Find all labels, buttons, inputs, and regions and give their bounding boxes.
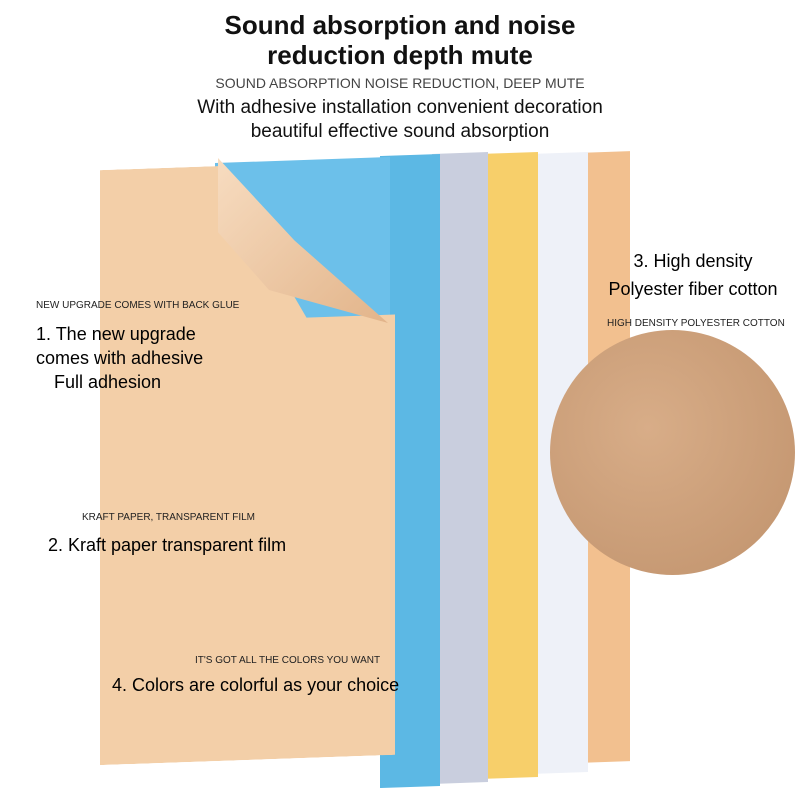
subtitle: SOUND ABSORPTION NOISE REDUCTION, DEEP M…	[215, 75, 585, 91]
feature-4-text: 4. Colors are colorful as your choice	[112, 675, 400, 695]
gray-panel	[432, 152, 488, 784]
feature-4-caption: IT'S GOT ALL THE COLORS YOU WANT	[195, 655, 381, 666]
feature-3-text: 3. High density Polyester fiber cotton	[598, 247, 788, 303]
feature-2-caption: KRAFT PAPER, TRANSPARENT FILM	[82, 512, 255, 523]
desc-line-1: With adhesive installation convenient de…	[197, 97, 603, 118]
feature-1-line-3: Full adhesion	[54, 372, 162, 392]
desc-line-2: beautiful effective sound absorption	[250, 121, 550, 142]
feature-3-caption: HIGH DENSITY POLYESTER COTTON	[607, 318, 785, 329]
title-line-1: Sound absorption and noise	[224, 10, 576, 40]
feature-1-line-1: 1. The new upgrade	[36, 324, 196, 344]
feature-3-line-2: Polyester fiber cotton	[608, 279, 778, 299]
texture-closeup-circle	[550, 330, 795, 575]
feature-1-caption: NEW UPGRADE COMES WITH BACK GLUE	[36, 300, 240, 311]
feature-3-line-1: 3. High density	[633, 251, 753, 271]
title-line-2: reduction depth mute	[267, 40, 533, 70]
feature-1-text: 1. The new upgrade comes with adhesive F…	[36, 322, 203, 394]
feature-2-text: 2. Kraft paper transparent film	[48, 535, 287, 555]
description: With adhesive installation convenient de…	[0, 96, 800, 144]
feature-1-line-2: comes with adhesive	[36, 348, 204, 368]
